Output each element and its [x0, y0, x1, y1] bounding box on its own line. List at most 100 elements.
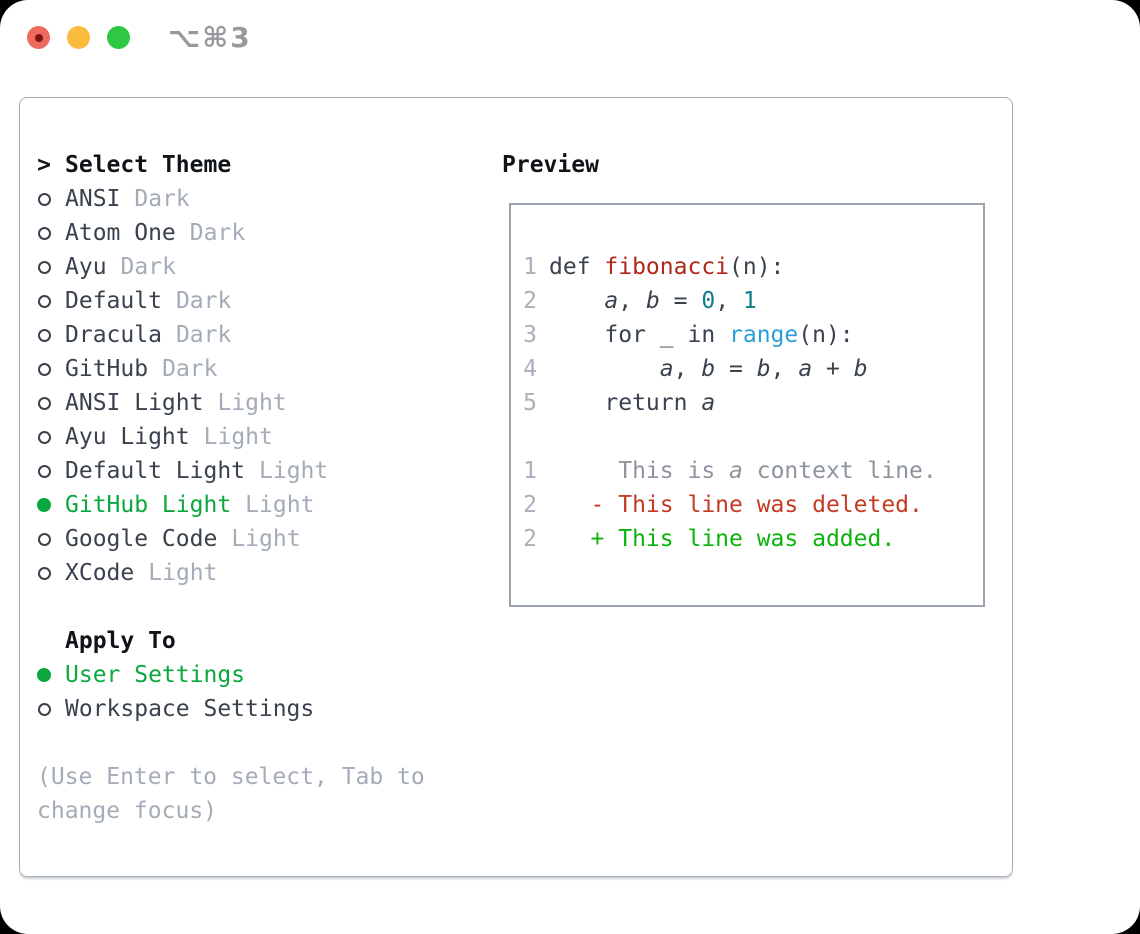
preview-line: 2 + This line was added. [523, 522, 983, 556]
radio-icon [37, 396, 51, 410]
window-title: ⌥⌘3 [168, 21, 252, 54]
apply-option[interactable]: User Settings [37, 658, 482, 692]
option-variant-label: Dark [189, 220, 246, 246]
line-number: 1 [523, 458, 537, 484]
theme-option[interactable]: Default Light Light [37, 454, 482, 488]
theme-option[interactable]: GitHub Dark [37, 352, 482, 386]
option-variant-label: Light [231, 526, 301, 552]
radio-icon [37, 430, 51, 444]
option-variant-label: Light [217, 390, 287, 416]
radio-icon [37, 702, 51, 716]
theme-option[interactable]: Google Code Light [37, 522, 482, 556]
option-label: Default [65, 288, 162, 314]
preview-line [523, 420, 983, 454]
preview-box: 1 def fibonacci(n): 2 a, b = 0, 1 3 for … [509, 203, 985, 607]
radio-icon [37, 498, 51, 512]
option-variant-label: Light [203, 424, 273, 450]
option-label: GitHub Light [65, 492, 232, 518]
theme-option[interactable]: Atom One Dark [37, 216, 482, 250]
theme-option[interactable]: XCode Light [37, 556, 482, 590]
option-variant-label: Dark [134, 186, 190, 212]
theme-option[interactable]: ANSI Dark [37, 182, 482, 216]
line-content: def fibonacci(n): [549, 254, 785, 280]
line-content: + This line was added. [549, 526, 896, 552]
option-label: Ayu Light [65, 424, 190, 450]
line-content: a, b = 0, 1 [604, 288, 757, 314]
option-label: Google Code [65, 526, 218, 552]
theme-option[interactable]: GitHub Light Light [37, 488, 482, 522]
apply-to-title: Apply To [65, 628, 176, 654]
line-number: 2 [523, 288, 537, 314]
option-variant-label: Dark [175, 288, 232, 314]
theme-list: ANSI Dark Atom One Dark Ayu Dark Default… [37, 182, 482, 590]
preview-column: Preview 1 def fibonacci(n): 2 a, b = 0, … [502, 148, 985, 607]
radio-icon [37, 260, 51, 274]
radio-icon [37, 226, 51, 240]
line-content: This is a context line. [549, 458, 937, 484]
option-label: GitHub [65, 356, 149, 382]
preview-title: Preview [502, 152, 599, 178]
option-label: Ayu [65, 254, 107, 280]
option-variant-label: Light [259, 458, 329, 484]
radio-icon [37, 362, 51, 376]
line-content: a, b = b, a + b [659, 356, 868, 382]
option-label: ANSI [65, 186, 121, 212]
line-number: 1 [523, 254, 537, 280]
theme-option[interactable]: Default Dark [37, 284, 482, 318]
apply-option[interactable]: Workspace Settings [37, 692, 482, 726]
select-theme-header-row: > Select Theme [37, 148, 482, 182]
hint-text: (Use Enter to select, Tab to change focu… [37, 764, 425, 824]
theme-option[interactable]: Ayu Dark [37, 250, 482, 284]
theme-option[interactable]: Ayu Light Light [37, 420, 482, 454]
radio-icon [37, 464, 51, 478]
option-variant-label: Dark [162, 356, 218, 382]
line-number: 5 [523, 390, 537, 416]
radio-icon [37, 294, 51, 308]
line-content: - This line was deleted. [549, 492, 923, 518]
option-label: Atom One [65, 220, 176, 246]
maximize-window-icon[interactable] [107, 26, 130, 49]
option-label: User Settings [65, 662, 246, 688]
option-label: Workspace Settings [65, 696, 315, 722]
theme-option[interactable]: Dracula Dark [37, 318, 482, 352]
option-variant-label: Light [148, 560, 218, 586]
line-content: for _ in range(n): [549, 322, 854, 348]
theme-option[interactable]: ANSI Light Light [37, 386, 482, 420]
preview-line: 1 This is a context line. [523, 454, 983, 488]
radio-icon [37, 328, 51, 342]
option-label: ANSI Light [65, 390, 204, 416]
apply-to-list: User Settings Workspace Settings [37, 658, 482, 726]
preview-line: 5 return a [523, 386, 983, 420]
preview-line: 1 def fibonacci(n): [523, 250, 983, 284]
preview-line: 4 a, b = b, a + b [523, 352, 983, 386]
preview-line: 3 for _ in range(n): [523, 318, 983, 352]
radio-icon [37, 668, 51, 682]
theme-picker-column: > Select Theme ANSI Dark Atom One Dark A… [37, 148, 482, 828]
option-variant-label: Dark [120, 254, 176, 280]
spacer [37, 590, 482, 624]
line-number: 4 [523, 356, 537, 382]
preview-line: 2 - This line was deleted. [523, 488, 983, 522]
option-label: Default Light [65, 458, 246, 484]
radio-icon [37, 566, 51, 580]
line-number: 2 [523, 526, 537, 552]
select-theme-title: Select Theme [65, 152, 232, 178]
close-window-icon[interactable] [27, 26, 50, 49]
traffic-lights [27, 26, 130, 49]
option-label: XCode [65, 560, 135, 586]
line-content: return a [549, 390, 716, 416]
prompt-icon: > [37, 152, 51, 178]
line-number: 2 [523, 492, 537, 518]
apply-to-header-row: Apply To [37, 624, 482, 658]
theme-picker-panel [19, 97, 1013, 877]
option-variant-label: Dark [175, 322, 232, 348]
option-variant-label: Light [245, 492, 315, 518]
close-dot-icon [34, 33, 43, 42]
radio-icon [37, 532, 51, 546]
minimize-window-icon[interactable] [67, 26, 90, 49]
window-titlebar: ⌥⌘3 [0, 0, 1140, 75]
line-number: 3 [523, 322, 537, 348]
radio-icon [37, 192, 51, 206]
option-label: Dracula [65, 322, 162, 348]
